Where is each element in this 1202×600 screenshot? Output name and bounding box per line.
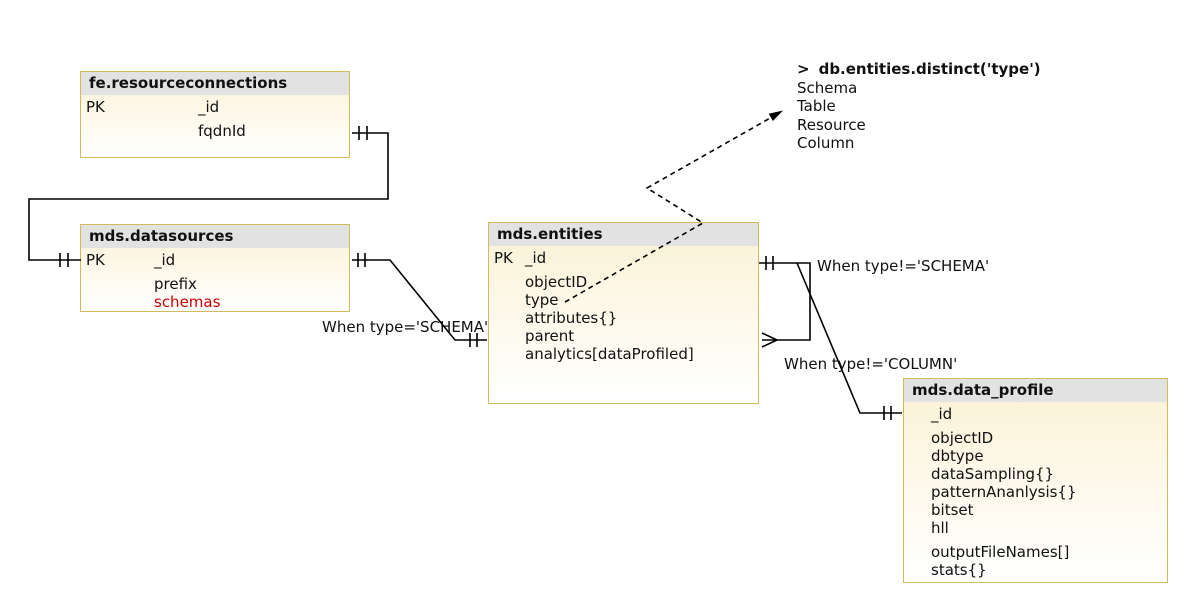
field-row: fqdnId xyxy=(81,122,349,140)
field-row: attributes{} xyxy=(489,309,758,327)
one-cardinality-marker xyxy=(883,406,892,420)
table-fe-resourceconnections[interactable]: fe.resourceconnections PK _id fqdnId xyxy=(80,71,350,158)
field-row: PK _id xyxy=(81,251,349,269)
crows-foot-many-marker xyxy=(761,332,778,348)
field-name: _id xyxy=(931,405,953,423)
table-mds-data-profile[interactable]: mds.data_profile _id objectID dbtype dat… xyxy=(903,378,1168,583)
table-title: mds.datasources xyxy=(81,225,349,248)
pk-label: PK xyxy=(494,249,513,267)
field-name: bitset xyxy=(931,501,974,519)
pk-label: PK xyxy=(86,251,105,269)
field-name: stats{} xyxy=(931,561,987,579)
field-row: analytics[dataProfiled] xyxy=(489,345,758,363)
pk-label xyxy=(494,327,525,345)
field-name: dataSampling{} xyxy=(931,465,1055,483)
field-name: _id xyxy=(154,251,176,269)
pk-label xyxy=(86,275,154,293)
arrowhead-icon xyxy=(768,110,783,121)
field-row: objectID xyxy=(904,429,1167,447)
pk-label xyxy=(494,309,525,327)
relationship-label-column-neq: When type!='COLUMN' xyxy=(784,355,958,373)
connector-entities-self xyxy=(759,262,811,341)
field-name-highlighted: schemas xyxy=(154,293,221,311)
pk-label xyxy=(494,345,525,363)
pk-label xyxy=(494,291,525,309)
field-row: stats{} xyxy=(904,561,1167,579)
field-row: hll xyxy=(904,519,1167,537)
pk-label xyxy=(86,293,154,311)
field-name: outputFileNames[] xyxy=(931,543,1070,561)
one-cardinality-marker xyxy=(765,256,774,270)
field-row: dataSampling{} xyxy=(904,465,1167,483)
field-row: _id xyxy=(904,405,1167,423)
pk-label xyxy=(86,122,198,140)
relationship-label-schema-eq: When type='SCHEMA' xyxy=(322,318,489,336)
relationship-label-schema-neq: When type!='SCHEMA' xyxy=(817,257,990,275)
query-text: db.entities.distinct('type') xyxy=(818,60,1041,78)
field-row: bitset xyxy=(904,501,1167,519)
field-name: objectID xyxy=(931,429,994,447)
table-mds-datasources[interactable]: mds.datasources PK _id prefix schemas xyxy=(80,224,350,312)
field-name: analytics[dataProfiled] xyxy=(525,345,694,363)
type-value: Schema xyxy=(797,78,858,97)
type-value: Column xyxy=(797,134,855,152)
field-name: _id xyxy=(198,98,220,116)
field-name: hll xyxy=(931,519,949,537)
table-body: PK _id fqdnId xyxy=(81,95,349,140)
field-row: parent xyxy=(489,327,758,345)
field-row: dbtype xyxy=(904,447,1167,465)
field-name: _id xyxy=(525,249,547,267)
field-name: fqdnId xyxy=(198,122,246,140)
field-name: prefix xyxy=(154,275,197,293)
field-name: objectID xyxy=(525,273,588,291)
table-title: mds.data_profile xyxy=(904,379,1167,402)
table-title: fe.resourceconnections xyxy=(81,72,349,95)
mongo-query-line: > db.entities.distinct('type') xyxy=(797,60,1041,79)
table-body: _id objectID dbtype dataSampling{} patte… xyxy=(904,402,1167,579)
shell-prompt: > xyxy=(797,60,810,78)
field-row: PK _id xyxy=(489,249,758,267)
connector-entities-data-profile xyxy=(796,262,902,414)
field-name: attributes{} xyxy=(525,309,618,327)
field-row: objectID xyxy=(489,273,758,291)
distinct-type-note: > db.entities.distinct('type') Schema Tab… xyxy=(797,60,1041,153)
table-body: PK _id objectID type attributes{} parent xyxy=(489,246,758,363)
pk-label: PK xyxy=(86,98,105,116)
type-value: Resource xyxy=(797,115,866,134)
field-name: type xyxy=(525,291,559,309)
field-name: dbtype xyxy=(931,447,984,465)
table-mds-entities[interactable]: mds.entities PK _id objectID type attrib… xyxy=(488,222,759,404)
field-row: type xyxy=(489,291,758,309)
field-name: patternAnanlysis{} xyxy=(931,483,1077,501)
field-row: prefix xyxy=(81,275,349,293)
field-row: outputFileNames[] xyxy=(904,543,1167,561)
field-name: parent xyxy=(525,327,575,345)
table-title: mds.entities xyxy=(489,223,758,246)
type-value: Table xyxy=(797,97,836,115)
pk-label xyxy=(494,273,525,291)
field-row: patternAnanlysis{} xyxy=(904,483,1167,501)
field-row: schemas xyxy=(81,293,349,311)
field-row: PK _id xyxy=(81,98,349,116)
table-body: PK _id prefix schemas xyxy=(81,248,349,311)
